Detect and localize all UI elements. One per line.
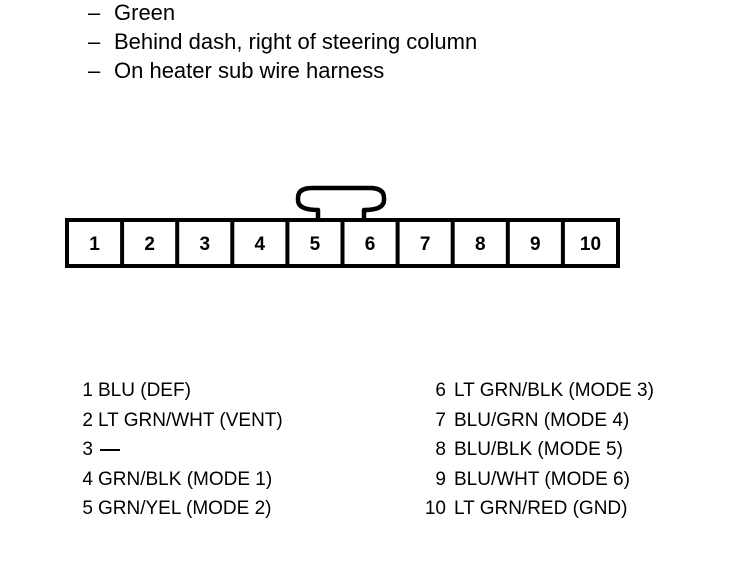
pin-row: 8 BLU/BLK (MODE 5) <box>420 437 654 467</box>
connector-lock-tab <box>295 185 387 219</box>
pin-number: 6 <box>435 380 446 401</box>
pin-row: 3 <box>70 437 283 467</box>
pin-number: 9 <box>435 468 446 490</box>
note-dash: – <box>88 0 101 25</box>
pinout-list-right: 6 LT GRN/BLK (MODE 3) 7 BLU/GRN (MODE 4) 8… <box>420 378 654 526</box>
pin-row: 7 BLU/GRN (MODE 4) <box>420 408 654 438</box>
note-dash: – <box>88 58 101 83</box>
pin-number: 5 <box>82 498 93 519</box>
pin-number: 7 <box>435 409 446 431</box>
note-harness: –On heater sub wire harness <box>88 58 688 87</box>
pin-wire: GRN/YEL (MODE 2) <box>98 498 272 519</box>
cavity-number-3: 3 <box>199 234 210 255</box>
pin-wire: LT GRN/BLK (MODE 3) <box>454 380 654 401</box>
pin-wire: GRN/BLK (MODE 1) <box>98 468 273 490</box>
note-dash: – <box>88 29 101 54</box>
cavity-number-5: 5 <box>310 234 321 255</box>
pin-wire: BLU/WHT (MODE 6) <box>454 468 630 490</box>
pin-number: 1 <box>82 380 93 401</box>
pin-wire: BLU/GRN (MODE 4) <box>454 409 630 431</box>
note-text: On heater sub wire harness <box>114 58 385 83</box>
pin-number: 3 <box>82 439 93 460</box>
note-text: Green <box>114 0 176 25</box>
cavity-number-10: 10 <box>580 234 601 255</box>
cavity-number-2: 2 <box>144 234 155 255</box>
cavity-number-6: 6 <box>365 234 376 255</box>
note-location: –Behind dash, right of steering column <box>88 29 688 58</box>
cavity-number-4: 4 <box>255 234 266 255</box>
pin-row: 9 BLU/WHT (MODE 6) <box>420 467 654 497</box>
cavity-number-1: 1 <box>89 234 100 255</box>
note-color: –Green <box>88 0 688 29</box>
pin-row: 6 LT GRN/BLK (MODE 3) <box>420 378 654 408</box>
pin-row: 10 LT GRN/RED (GND) <box>420 496 654 526</box>
pin-number: 4 <box>82 468 93 490</box>
cavity-number-7: 7 <box>420 234 431 255</box>
pin-wire: LT GRN/RED (GND) <box>454 498 628 519</box>
pin-number: 10 <box>424 498 446 519</box>
pin-number: 2 <box>82 409 93 431</box>
pin-number: 8 <box>435 439 446 460</box>
note-text: Behind dash, right of steering column <box>114 29 478 54</box>
connector-notes: –Green –Behind dash, right of steering c… <box>88 0 688 87</box>
cavity-number-8: 8 <box>475 234 486 255</box>
cavity-number-9: 9 <box>530 234 541 255</box>
pin-wire: BLU (DEF) <box>98 380 191 401</box>
unused-pin-dash <box>100 449 120 451</box>
pin-wire: LT GRN/WHT (VENT) <box>98 409 283 431</box>
connector-face-diagram: 1 2 3 4 5 6 7 8 9 10 <box>65 185 620 268</box>
pin-wire: BLU/BLK (MODE 5) <box>454 439 623 460</box>
